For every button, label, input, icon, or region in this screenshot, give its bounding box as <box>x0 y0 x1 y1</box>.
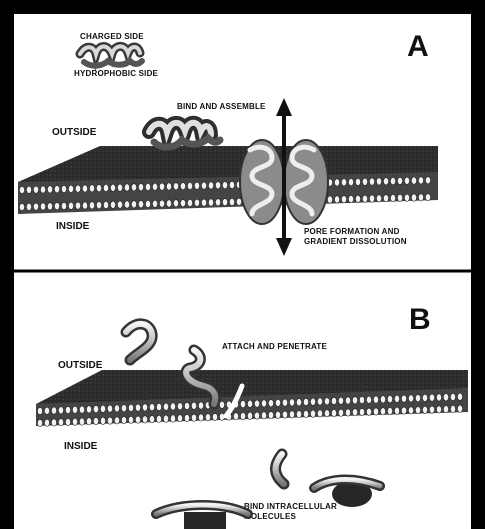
step-pore-formation: PORE FORMATION AND <box>304 227 400 236</box>
panel-a-letter: A <box>407 30 429 63</box>
inside-label-a: INSIDE <box>56 221 90 232</box>
membrane-b <box>36 370 468 427</box>
outside-label-b: OUTSIDE <box>58 360 103 371</box>
membrane-a <box>18 146 438 214</box>
outside-label-a: OUTSIDE <box>52 127 97 138</box>
panel-b-letter: B <box>409 303 431 336</box>
step-gradient-dissolution: GRADIENT DISSOLUTION <box>304 237 407 246</box>
panel-b: B OUTSIDE INSIDE ATTACH AND PENETRATE BI… <box>36 303 468 529</box>
intracellular-molecule-icon-2 <box>156 505 248 529</box>
step-attach-penetrate: ATTACH AND PENETRATE <box>222 342 327 351</box>
membrane-figure: A CHARGED SIDE HYDROPHOBIC SIDE BIND AND… <box>14 14 471 529</box>
panel-a: A CHARGED SIDE HYDROPHOBIC SIDE BIND AND… <box>18 30 438 256</box>
legend-peptide-icon <box>80 46 142 65</box>
step-bind-assemble: BIND AND ASSEMBLE <box>177 102 266 111</box>
legend-hydrophobic-side: HYDROPHOBIC SIDE <box>74 69 159 78</box>
assembling-peptide-icon <box>149 123 220 147</box>
legend-charged-side: CHARGED SIDE <box>80 32 144 41</box>
inside-label-b: INSIDE <box>64 441 98 452</box>
step-bind-intracellular: BIND INTRACELLULAR <box>244 502 337 511</box>
internalized-peptide-icon <box>276 454 285 484</box>
attaching-peptide-icon <box>126 324 152 360</box>
